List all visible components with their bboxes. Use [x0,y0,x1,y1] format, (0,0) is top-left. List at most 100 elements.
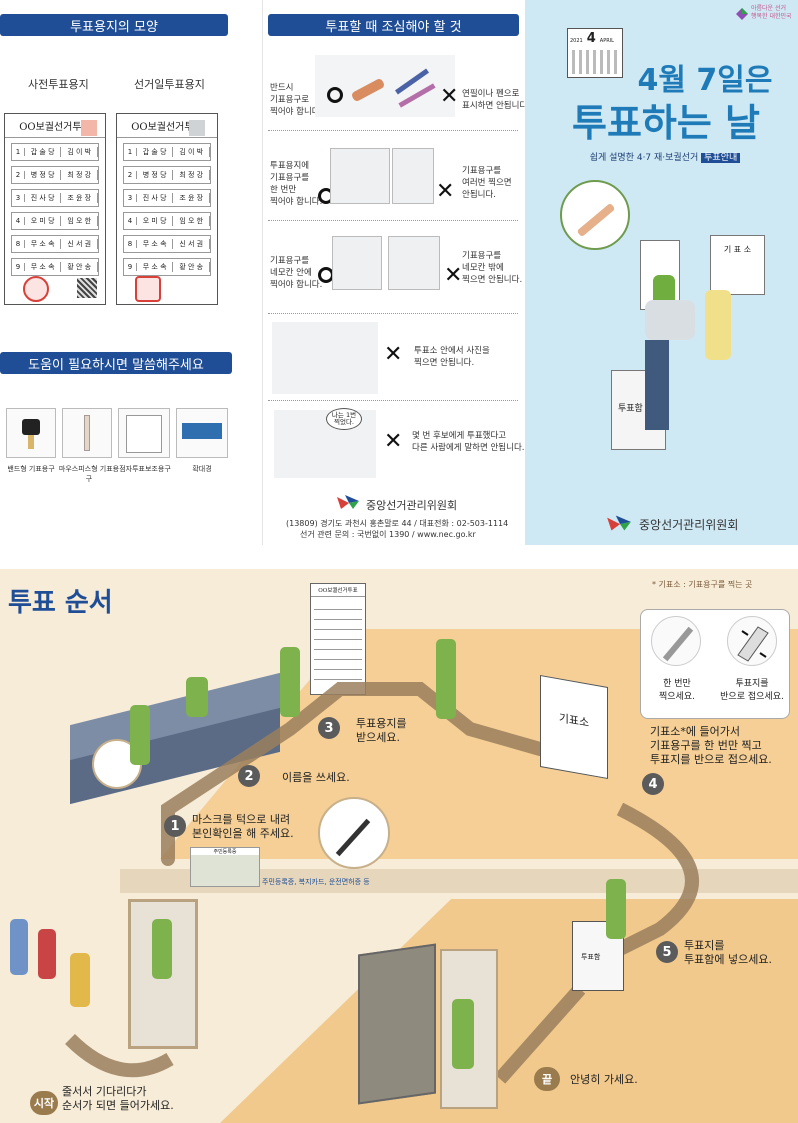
rule-no-text: 기표용구를 여러번 찍으면 안됩니다. [462,166,512,200]
voting-procedure-spread: 투표 순서 * 기표소 : 기표용구를 찍는 곳 OO보궐선거투표 1 마스크를… [0,569,798,1123]
no-cross-icon: ✕ [440,84,459,109]
stamp-tool-icon [662,626,694,662]
procedure-ballot: OO보궐선거투표 [310,583,366,695]
cover-headline: 투표하는 날 [571,101,761,145]
nec-logo-icon [605,513,633,537]
step-3-badge: 3 [318,717,340,739]
divider [268,220,518,221]
stamp-once-caption: 한 번만 찍으세요. [659,679,695,702]
id-card: 주민등록증 [190,847,260,887]
calendar-icon: 2021 4 APRIL [567,28,623,78]
rule-no-text: 투표소 안에서 사진을 찍으면 안됩니다. [414,346,490,368]
ballot-cell-party: 진 사 당 [137,193,174,203]
ballot-cell-n: 1 [12,148,25,156]
stamp-once-illustration [651,616,701,666]
pen-icon [335,818,371,857]
braille-guide-tool [118,408,170,458]
rule-ok-text: 기표용구를 네모칸 안에 찍어야 합니다. [270,256,323,290]
stamp-hand-inset [560,180,630,250]
voter-leaving [452,999,474,1069]
org-name: 중앙선거관리위원회 [366,499,458,512]
ballot-cell-name: 임 오 한 [61,216,99,226]
step-3-text: 투표용지를 받으세요. [356,717,407,744]
mouthpiece-stamp-tool [62,408,112,458]
ballot-cell-party: 무 소 속 [25,262,62,272]
ballot-cell-party: 오 미 당 [137,216,174,226]
no-cross-icon: ✕ [444,263,463,288]
rule-ok-text: 투표용지에 기표용구를 한 번만 찍어야 합니다. [270,161,323,207]
ballot-cell-party: 무 소 속 [137,239,174,249]
ballot-cell-party: 갑 술 당 [137,147,174,157]
voter-legs [645,340,669,430]
ballot-cell-n: 4 [124,217,137,225]
booth-legend: * 기표소 : 기표용구를 찍는 곳 [652,580,753,589]
band-stamp-tool [6,408,56,458]
ballot-cell-name: 조 윤 장 [173,193,211,203]
voter-casting [606,879,626,939]
step-1-badge: 1 [164,815,186,837]
waiting-person [70,953,90,1007]
subtitle-text: 쉽게 설명한 4·7 재·보궐선거 [589,153,699,163]
ballot-cell-name: 신 서 권 [173,239,211,249]
ballot-cell-n: 3 [12,194,25,202]
ballot-title: OO보궐선거투표 [5,114,105,138]
cover-panel: 아름다운 선거 행복한 대한민국 2021 4 APRIL 4월 7일은 투표하… [525,0,798,545]
step-1-text: 마스크를 턱으로 내려 본인확인을 해 주세요. [192,813,294,840]
step-4-badge: 4 [642,773,664,795]
fold-ballot-illustration [727,616,777,666]
rule-ok-text: 반드시 기표용구로 찍어야 합니다. [270,83,323,117]
step-2-badge: 2 [238,765,260,787]
voter-figure [645,300,695,340]
guide-badge: 투표안내 [701,153,741,163]
calendar-year: 2021 [570,38,583,44]
single-stamp-ballot [330,148,390,204]
inside-box-ballot [332,236,382,290]
ballot-cell-party: 병 정 당 [25,170,62,180]
start-badge: 시작 [30,1091,58,1115]
ballot-cell-n: 8 [124,240,137,248]
ballot-cell-name: 최 정 강 [173,170,211,180]
slogan: 아름다운 선거 행복한 대한민국 [751,5,792,20]
help-tab: 도움이 필요하시면 말씀해주세요 [0,352,232,374]
ballot-cell-n: 3 [124,194,137,202]
ballot-cell-n: 9 [12,263,25,271]
end-text: 안녕히 가세요. [570,1073,638,1086]
voting-booth: 기표소 [540,675,608,779]
official-seal [23,276,49,302]
stamp-tool-icon [576,202,616,238]
cover-subtitle: 쉽게 설명한 4·7 재·보궐선거 투표안내 [565,150,765,163]
booth-instruction-inset: 한 번만 찍으세요. 투표지를 반으로 접으세요. [640,609,790,719]
ballot-cell-name: 김 이 박 [173,147,211,157]
step-5-text: 투표지를 투표함에 넣으세요. [684,939,772,966]
step-4-text: 기표소*에 들어가서 기표용구를 한 번만 찍고 투표지를 반으로 접으세요. [650,725,772,766]
tool-label: 마우스피스형 기표용구 [58,465,120,483]
divider [268,400,518,401]
manager-stamp [81,120,97,136]
nec-logo-icon [335,493,361,515]
calendar-month: APRIL [599,38,614,44]
multiple-stamp-ballot [392,148,434,204]
woman-figure [705,290,731,360]
slogan-logo-icon [735,6,749,25]
ballot-cell-name: 최 정 강 [61,170,99,180]
ballot-cell-n: 1 [124,148,137,156]
start-text: 줄서서 기다리다가 순서가 되면 들어가세요. [62,1085,174,1112]
ballot-cell-n: 8 [12,240,25,248]
contact: 선거 관련 문의 : 국번없이 1390 / www.nec.go.kr [300,530,476,539]
early-ballot-label: 사전투표용지 [28,78,89,91]
election-day-ballot-label: 선거일투표용지 [134,78,205,91]
no-cross-icon: ✕ [436,179,455,204]
magnifier-tool [176,408,228,458]
fold-ballot-caption: 투표지를 반으로 접으세요. [720,679,784,702]
path-arrows [65,682,699,1084]
divider [268,130,518,131]
